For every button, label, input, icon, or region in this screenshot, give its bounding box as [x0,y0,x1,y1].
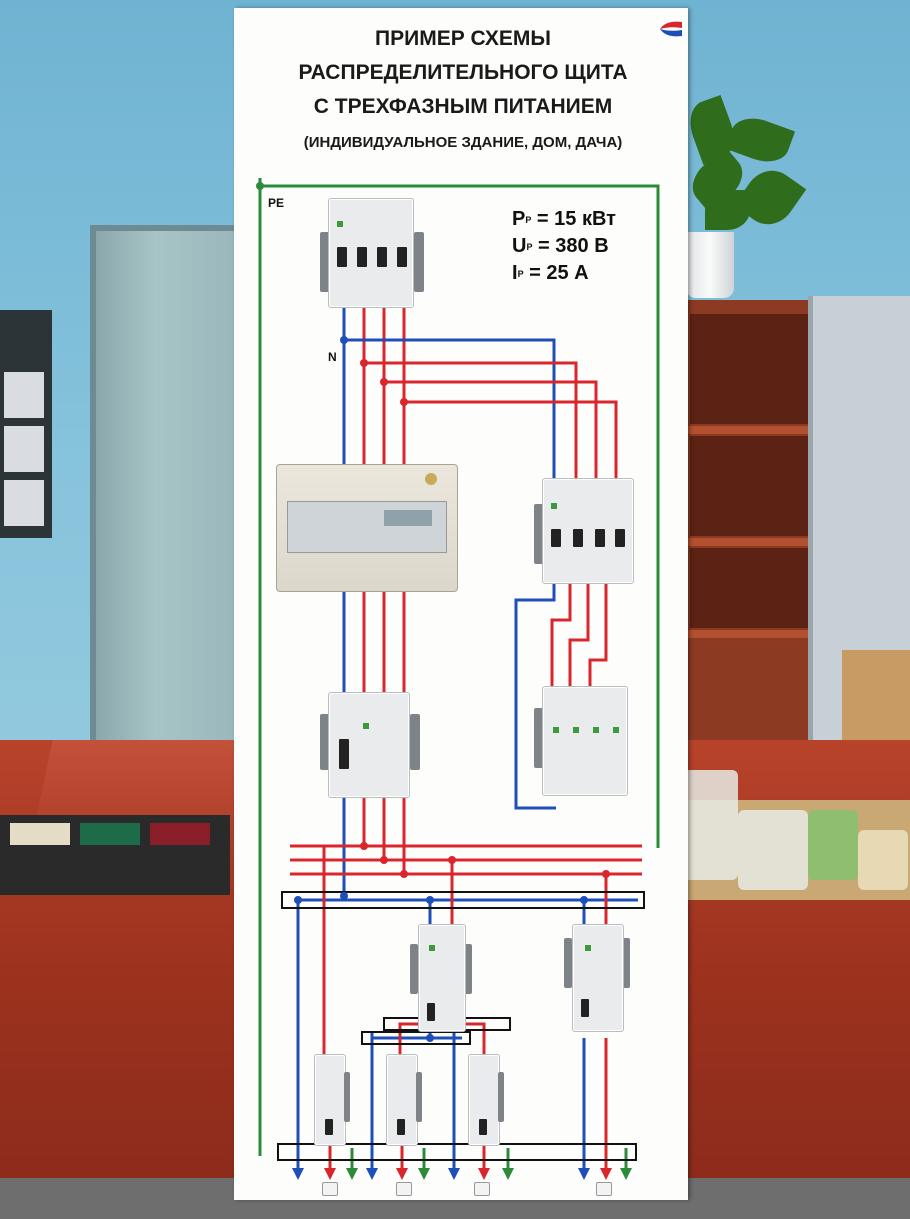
surge-protective-device[interactable] [542,686,628,796]
brand-logo-icon [658,18,684,40]
circuit-breaker-3[interactable] [468,1054,500,1146]
label-pe: PE [268,196,285,210]
residual-current-device[interactable] [328,692,410,798]
box-with-packages [668,770,910,900]
rcbo-right[interactable] [572,924,624,1032]
energy-meter [276,464,458,592]
title-line-3: С ТРЕХФАЗНЫМ ПИТАНИЕМ [313,95,613,118]
param-power: PP = 15 кВт [512,208,616,230]
socket-icon [474,1182,490,1196]
socket-icon [322,1182,338,1196]
param-current: IP = 25 А [512,262,589,284]
board-subtitle: (ИНДИВИДУАЛЬНОЕ ЗДАНИЕ, ДОМ, ДАЧА) [303,134,623,151]
param-voltage: UP = 380 В [512,235,609,257]
breaker-4p-surge-protection[interactable] [542,478,634,584]
title-line-1: ПРИМЕР СХЕМЫ [375,27,551,50]
title-line-2: РАСПРЕДЕЛИТЕЛЬНОГО ЩИТА [298,61,628,84]
book-pile [0,815,230,895]
board-title: ПРИМЕР СХЕМЫ РАСПРЕДЕЛИТЕЛЬНОГО ЩИТА С Т… [254,22,672,124]
glass-door [90,225,252,771]
socket-icon [396,1182,412,1196]
main-breaker-4p[interactable] [328,198,414,308]
label-n: N [328,350,337,364]
circuit-breaker-2[interactable] [386,1054,418,1146]
power-parameters: PP = 15 кВт UP = 380 В IP = 25 А [512,206,616,287]
socket-icon [596,1182,612,1196]
wall-calendar [0,310,52,538]
plant-pot [686,232,734,298]
distribution-board-poster: ПРИМЕР СХЕМЫ РАСПРЕДЕЛИТЕЛЬНОГО ЩИТА С Т… [234,8,688,1200]
rcbo-left[interactable] [418,924,466,1032]
circuit-breaker-1[interactable] [314,1054,346,1146]
